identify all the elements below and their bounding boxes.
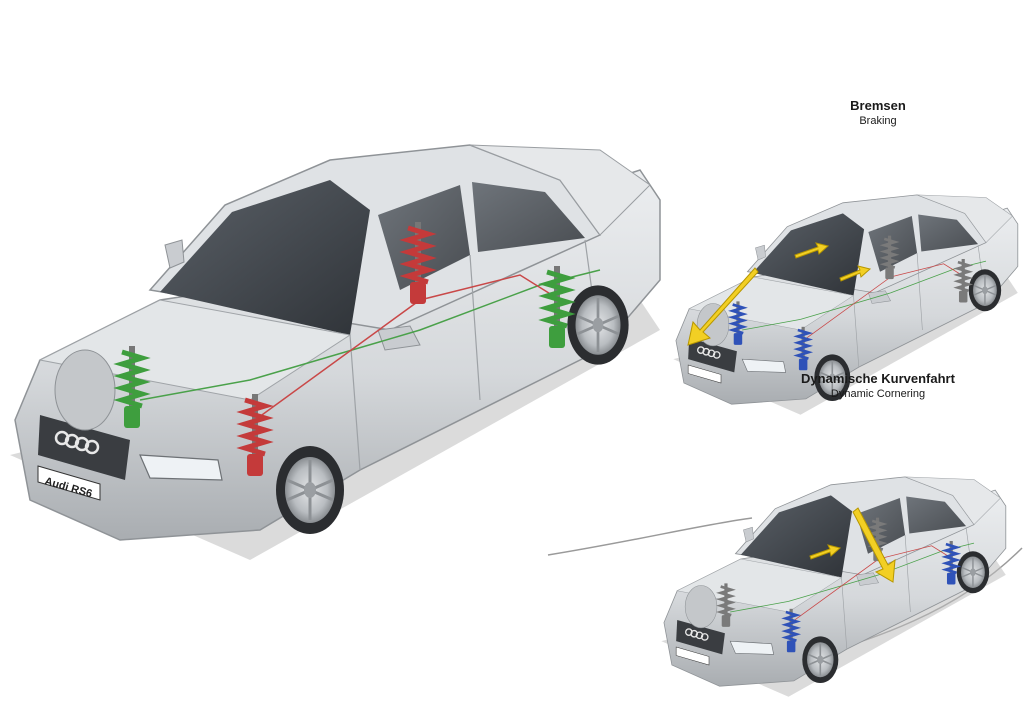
- cornering-arrows: [809, 507, 896, 583]
- main-car: Audi RS6: [10, 145, 660, 560]
- label-braking-title: Bremsen: [850, 98, 906, 113]
- braking-arrows: [687, 242, 872, 346]
- label-cornering-subtitle: Dynamic Cornering: [830, 388, 926, 400]
- label-cornering-title: Dynamische Kurvenfahrt: [801, 371, 955, 386]
- label-braking: Bremsen Braking: [808, 98, 948, 128]
- label-braking-subtitle: Braking: [859, 115, 897, 127]
- road-curve-upper: [547, 517, 753, 556]
- car-cornering: [661, 477, 1006, 697]
- label-cornering: Dynamische Kurvenfahrt Dynamic Cornering: [768, 371, 988, 401]
